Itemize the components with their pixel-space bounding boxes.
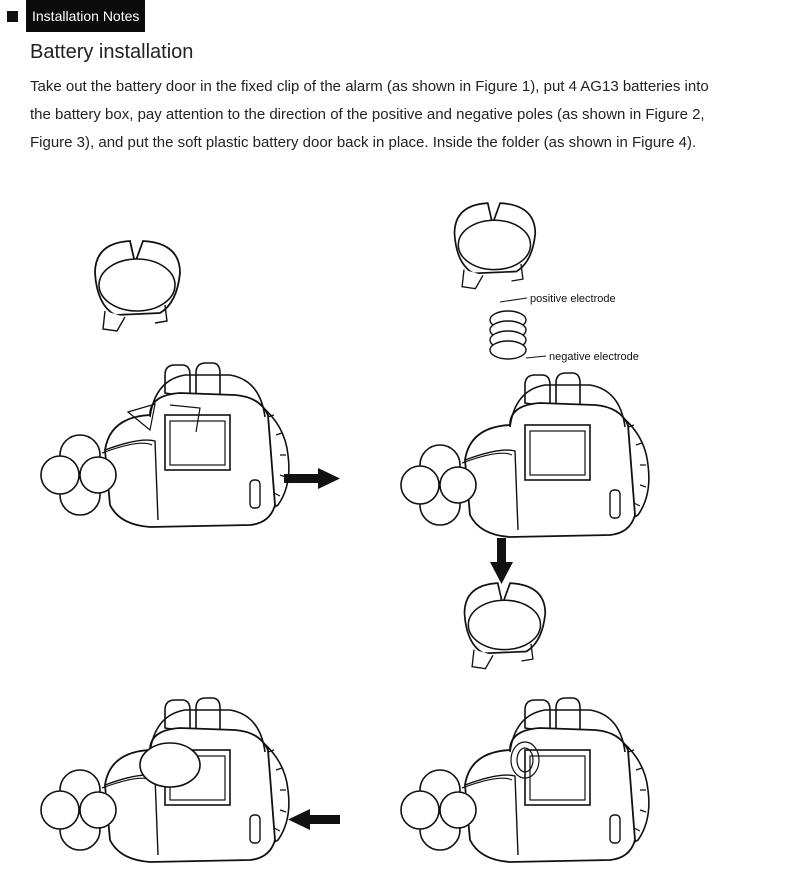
arrow-left-icon [288,809,340,830]
figure-1 [41,241,289,527]
positive-electrode-label: positive electrode [530,293,616,305]
arrow-down-icon [490,538,513,584]
arrow-right-icon [284,468,340,489]
figure-2 [401,203,649,537]
negative-electrode-label: negative electrode [549,351,639,363]
figure-4 [41,698,289,862]
figure-3 [401,583,649,862]
